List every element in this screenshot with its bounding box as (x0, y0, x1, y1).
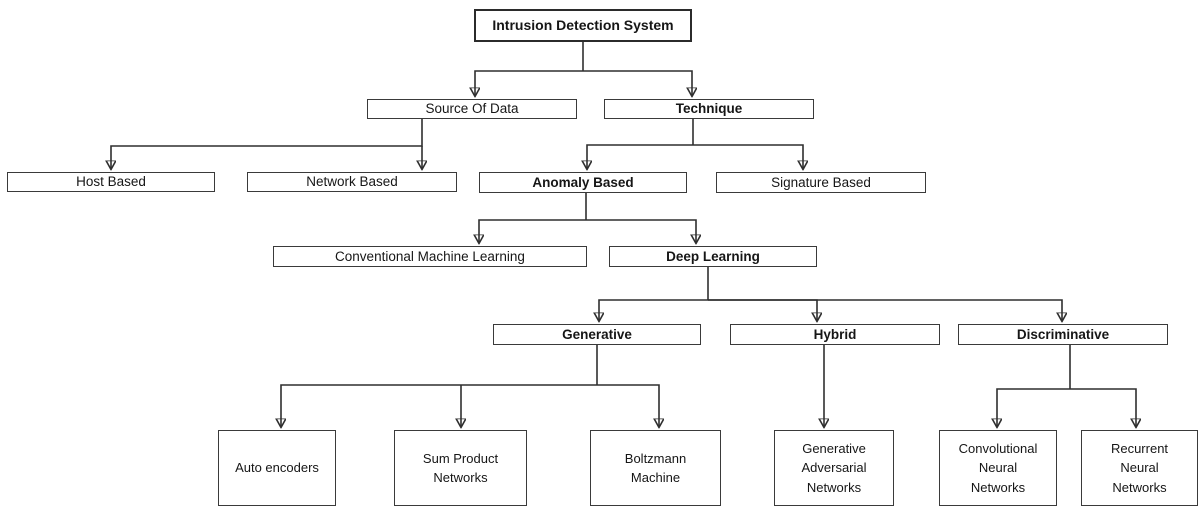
node-discriminative: Discriminative (958, 324, 1168, 345)
edges-from-anomaly-based (479, 193, 696, 243)
node-source-of-data: Source Of Data (367, 99, 577, 119)
edges-from-deep-learning (599, 267, 1062, 321)
node-intrusion-detection-system: Intrusion Detection System (474, 9, 692, 42)
node-conventional-machine-learning: Conventional Machine Learning (273, 246, 587, 267)
node-deep-learning: Deep Learning (609, 246, 817, 267)
node-auto-encoders: Auto encoders (218, 430, 336, 506)
node-technique: Technique (604, 99, 814, 119)
edges-from-discriminative (997, 345, 1136, 427)
node-anomaly-based: Anomaly Based (479, 172, 687, 193)
edges-from-source-of-data (111, 119, 422, 169)
node-generative-adversarial-networks: Generative Adversarial Networks (774, 430, 894, 506)
node-recurrent-neural-networks: Recurrent Neural Networks (1081, 430, 1198, 506)
node-host-based: Host Based (7, 172, 215, 192)
edges-from-intrusion-detection-system (475, 42, 692, 96)
edges-from-generative (281, 345, 659, 427)
node-hybrid: Hybrid (730, 324, 940, 345)
node-sum-product-networks: Sum Product Networks (394, 430, 527, 506)
edges-from-technique (587, 119, 803, 169)
node-boltzmann-machine: Boltzmann Machine (590, 430, 721, 506)
node-generative: Generative (493, 324, 701, 345)
node-convolutional-neural-networks: Convolutional Neural Networks (939, 430, 1057, 506)
node-network-based: Network Based (247, 172, 457, 192)
node-signature-based: Signature Based (716, 172, 926, 193)
